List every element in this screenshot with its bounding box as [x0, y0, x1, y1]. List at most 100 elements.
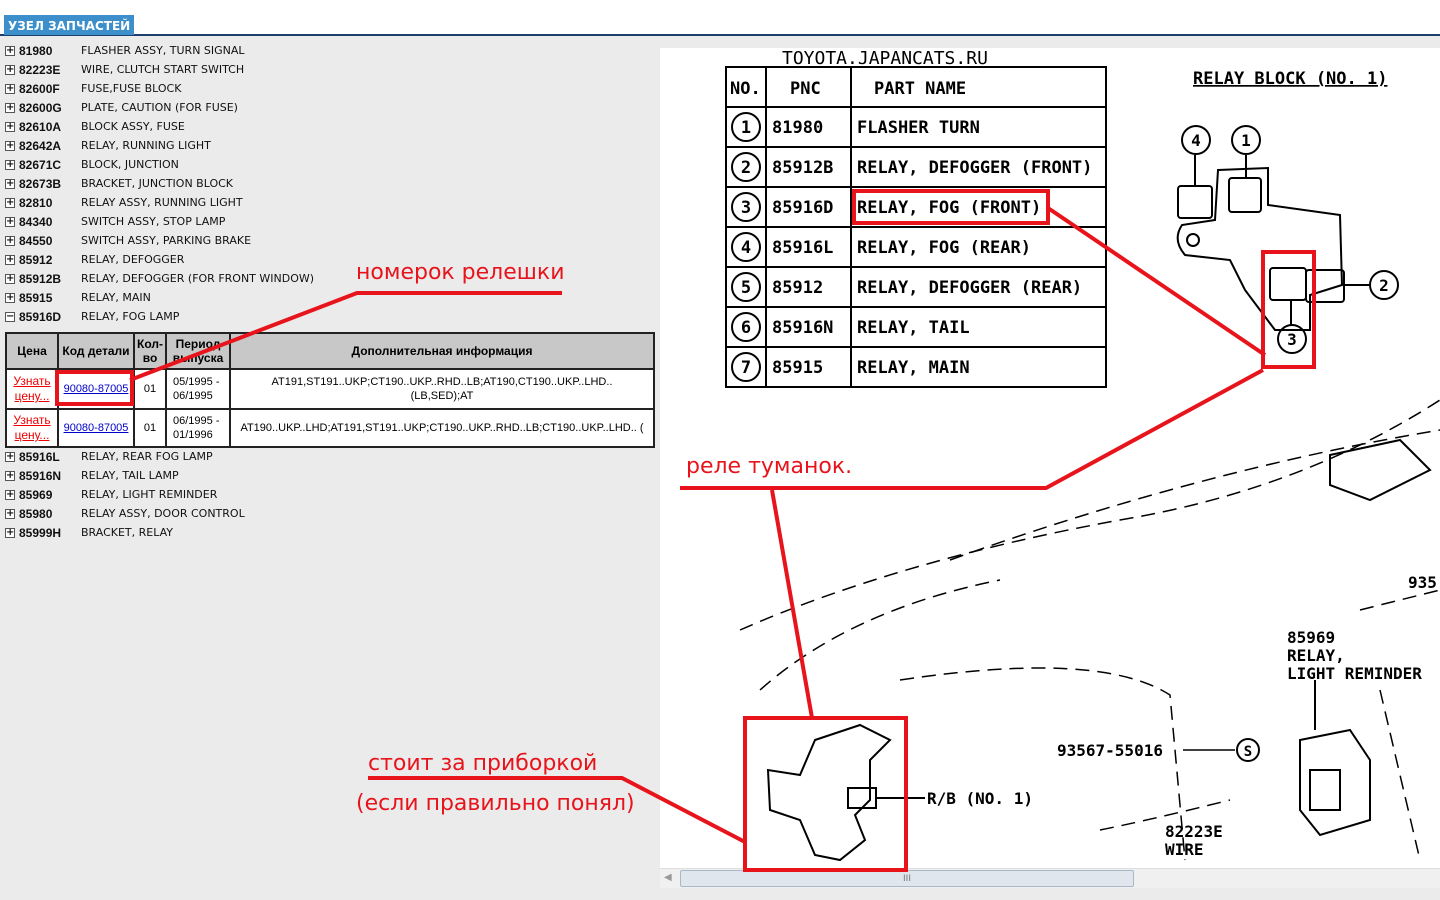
part-list-item[interactable]: +84340 SWITCH ASSY, STOP LAMP [5, 212, 314, 231]
expand-icon[interactable]: + [5, 272, 15, 284]
part-name: BRACKET, JUNCTION BLOCK [81, 177, 234, 190]
part-pnc: 85912 [19, 252, 53, 267]
callout-2: 2 [1379, 276, 1389, 295]
expand-icon[interactable]: + [5, 101, 15, 113]
legend-name: FLASHER TURN [857, 118, 980, 138]
expand-icon[interactable]: + [5, 44, 15, 56]
part-pnc: 82810 [19, 195, 53, 210]
collapse-icon[interactable]: − [5, 310, 15, 322]
expand-icon[interactable]: + [5, 469, 15, 481]
legend-number-circle [731, 232, 761, 262]
part-name: SWITCH ASSY, PARKING BRAKE [81, 234, 252, 247]
horizontal-scrollbar[interactable]: ◀ III [660, 868, 1440, 888]
expand-icon[interactable]: + [5, 526, 15, 538]
info-cell: AT190..UKP..LHD;AT191,ST191..UKP;CT190..… [229, 408, 655, 448]
part-name: SWITCH ASSY, STOP LAMP [81, 215, 226, 228]
expand-icon[interactable]: + [5, 507, 15, 519]
part-name: WIRE, CLUTCH START SWITCH [81, 63, 245, 76]
legend-name: RELAY, DEFOGGER (FRONT) [857, 158, 1092, 178]
label-bolt-mark: S [1244, 744, 1252, 760]
expand-icon[interactable]: + [5, 82, 15, 94]
legend-header-no: NO. [730, 79, 761, 99]
expand-icon[interactable]: + [5, 253, 15, 265]
expand-icon[interactable]: + [5, 488, 15, 500]
legend-no: 1 [741, 118, 751, 138]
expand-icon[interactable]: + [5, 63, 15, 75]
expand-icon[interactable]: + [5, 120, 15, 132]
legend-name: RELAY, FOG (FRONT) [857, 198, 1041, 218]
expand-icon[interactable]: + [5, 450, 15, 462]
period-cell: 05/1995 - 06/1995 [165, 368, 231, 410]
tab-parts-assembly[interactable]: УЗЕЛ ЗАПЧАСТЕЙ [4, 15, 135, 35]
expand-icon[interactable]: + [5, 158, 15, 170]
legend-no: 7 [741, 358, 751, 378]
part-list-item[interactable]: +82810 RELAY ASSY, RUNNING LIGHT [5, 193, 314, 212]
part-name: RELAY, DEFOGGER (FOR FRONT WINDOW) [81, 272, 315, 285]
expand-icon[interactable]: + [5, 234, 15, 246]
part-code-link[interactable]: 90080-87005 [63, 422, 129, 434]
legend-number-circle [731, 312, 761, 342]
part-name: FUSE,FUSE BLOCK [81, 82, 182, 95]
part-name: RELAY ASSY, RUNNING LIGHT [81, 196, 243, 209]
legend-header-name: PART NAME [874, 79, 966, 99]
part-name: RELAY, MAIN [81, 291, 151, 304]
scroll-left-icon[interactable]: ◀ [664, 872, 672, 883]
legend-no: 2 [741, 158, 751, 178]
part-pnc: 82642A [19, 138, 62, 153]
column-header-info: Дополнительная информация [229, 332, 655, 370]
part-detail-table: Цена Код детали Кол-во Период выпуска До… [5, 332, 655, 448]
price-link[interactable]: Узнать цену... [13, 413, 51, 442]
expand-icon[interactable]: + [5, 196, 15, 208]
rb-bracket-drawing [766, 723, 925, 862]
scrollbar-thumb[interactable]: III [680, 870, 1134, 887]
label-reminder-2: LIGHT REMINDER [1287, 664, 1422, 683]
part-list-item[interactable]: +85912B RELAY, DEFOGGER (FOR FRONT WINDOW… [5, 269, 314, 288]
legend-pnc: 85915 [772, 358, 823, 378]
diagram-legend-table [725, 66, 1107, 388]
part-name: BLOCK ASSY, FUSE [81, 120, 185, 133]
expand-icon[interactable]: + [5, 177, 15, 189]
label-reminder-1: RELAY, [1287, 646, 1345, 665]
expand-icon[interactable]: + [5, 291, 15, 303]
legend-pnc: 85916L [772, 238, 833, 258]
annotation-note: (если правильно понял) [356, 791, 635, 816]
part-code-link[interactable]: 90080-87005 [63, 383, 129, 395]
part-list-item[interactable]: +82600F FUSE,FUSE BLOCK [5, 79, 314, 98]
part-pnc: 82600F [19, 81, 60, 96]
legend-no: 5 [741, 278, 751, 298]
legend-no: 6 [741, 318, 751, 338]
price-link[interactable]: Узнать цену... [13, 374, 51, 403]
legend-no: 3 [741, 198, 751, 218]
expand-icon[interactable]: + [5, 215, 15, 227]
part-pnc: 85912B [19, 271, 62, 286]
qty-cell: 01 [133, 368, 167, 410]
table-row: Узнать цену... 90080-87005 01 06/1995 - … [5, 408, 655, 448]
part-pnc: 84340 [19, 214, 53, 229]
annotation-fog-relay: реле туманок. [686, 454, 853, 479]
part-pnc: 82610A [19, 119, 62, 134]
part-pnc: 81980 [19, 43, 53, 58]
legend-number-circle [731, 192, 761, 222]
label-bolt: 93567-55016 [1057, 741, 1163, 760]
relay-block-title: RELAY BLOCK (NO. 1) [1193, 69, 1387, 89]
part-list-item[interactable]: +82610A BLOCK ASSY, FUSE [5, 117, 314, 136]
part-name: RELAY, REAR FOG LAMP [81, 450, 213, 463]
expand-icon[interactable]: + [5, 139, 15, 151]
